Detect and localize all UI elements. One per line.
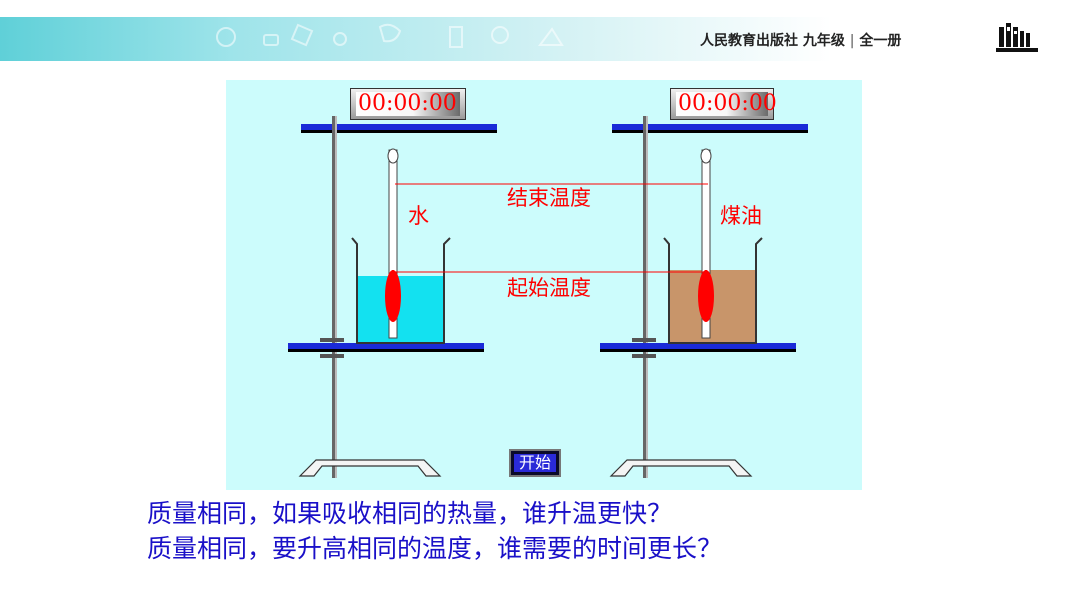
left-timer-value: 00:00:00 <box>356 92 460 116</box>
left-timer-display: 00:00:00 <box>350 88 466 120</box>
apparatus-drawing <box>288 116 808 478</box>
left-iron-stand <box>288 116 497 478</box>
decorative-icon-pattern <box>216 23 564 48</box>
start-button-label: 开始 <box>514 454 556 472</box>
right-timer-display: 00:00:00 <box>670 88 777 120</box>
question-line-2: 质量相同，要升高相同的温度，谁需要的时间更长？ <box>147 534 723 563</box>
left-beaker-water <box>351 237 451 344</box>
right-iron-stand <box>600 116 808 478</box>
grade-label: 九年级 <box>802 33 845 49</box>
water-label: 水 <box>408 204 429 228</box>
kerosene-label: 煤油 <box>720 204 762 228</box>
volume-label: 全一册 <box>859 33 902 49</box>
publisher-info: 人民教育出版社 九年级 | 全一册 <box>700 30 901 52</box>
book-stack-logo-icon <box>996 23 1038 52</box>
header-bar <box>0 17 1066 61</box>
right-thermometer <box>698 148 714 339</box>
start-button[interactable]: 开始 <box>509 449 561 477</box>
heating-experiment-simulation: 00:00:00 00:00:00 结束温度 起始温度 水 煤油 开始 <box>226 80 862 490</box>
right-timer-value: 00:00:00 <box>676 91 777 116</box>
header-separator: | <box>849 33 855 49</box>
publisher-name: 人民教育出版社 <box>700 33 798 49</box>
left-thermometer <box>385 148 401 339</box>
question-line-1: 质量相同，如果吸收相同的热量，谁升温更快？ <box>147 499 673 528</box>
end-temperature-label: 结束温度 <box>507 186 591 210</box>
start-temperature-label: 起始温度 <box>507 276 591 300</box>
